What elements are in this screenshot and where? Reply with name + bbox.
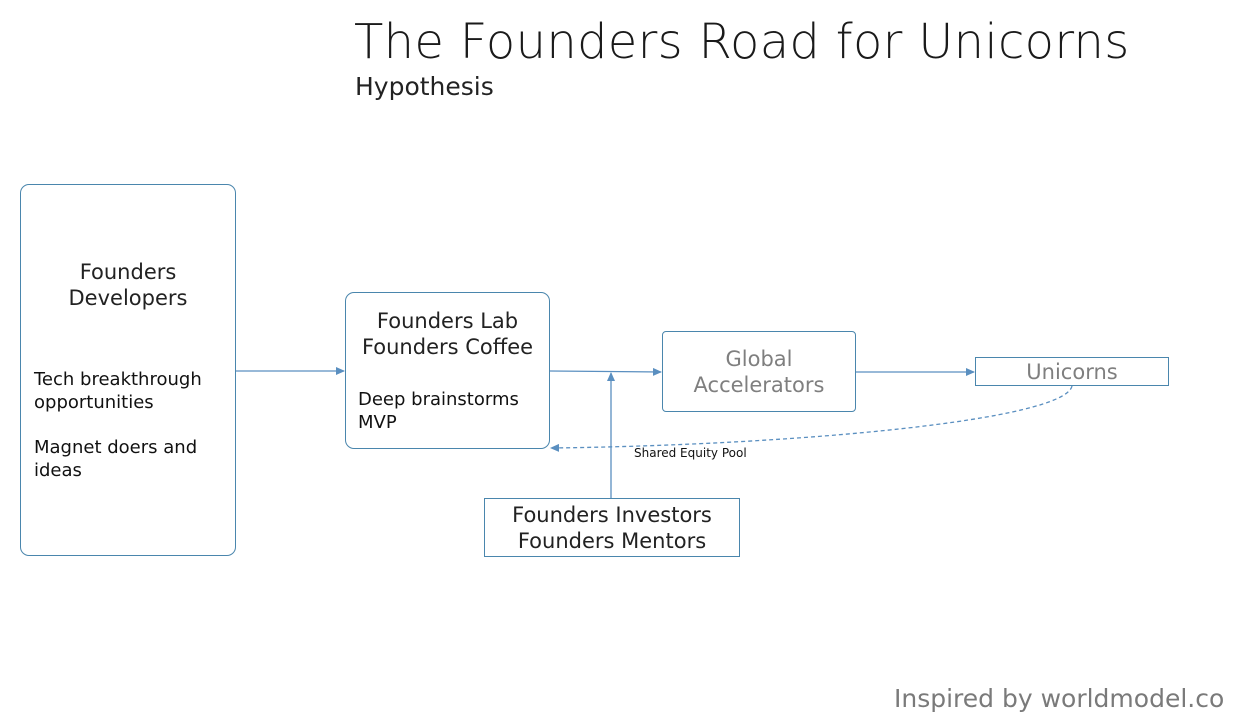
node-lab-text-group: Deep brainstorms MVP <box>358 388 519 434</box>
node-founders-text-line: ideas <box>34 460 82 481</box>
node-founders-text-group: Tech breakthrough opportunities <box>34 368 202 414</box>
footer-credit: Inspired by worldmodel.co <box>894 684 1225 713</box>
node-founders-investors: Founders Investors Founders Mentors <box>484 498 740 557</box>
node-lab-text-line: MVP <box>358 412 397 433</box>
node-founders-text-line: opportunities <box>34 392 154 413</box>
arrow-unicorns-to-lab-dashed <box>550 385 1073 452</box>
node-lab-title: Founders Lab Founders Coffee <box>346 308 549 360</box>
node-global-title-line: Global <box>725 347 793 371</box>
node-investors-title: Founders Investors Founders Mentors <box>485 502 739 554</box>
node-founders-developers: Founders Developers Tech breakthrough op… <box>20 184 236 556</box>
node-global-accelerators: Global Accelerators <box>662 331 856 412</box>
node-founders-text-group: Magnet doers and ideas <box>34 436 197 482</box>
node-investors-title-line: Founders Mentors <box>517 529 707 553</box>
diagram-subtitle: Hypothesis <box>355 72 494 101</box>
arrow-lab-to-global <box>549 367 662 376</box>
node-founders-text-line: Tech breakthrough <box>34 369 202 390</box>
diagram-title: The Founders Road for Unicorns <box>354 14 1130 70</box>
node-global-title-line: Accelerators <box>693 373 825 397</box>
node-founders-text-line: Magnet doers and <box>34 437 198 458</box>
node-unicorns: Unicorns <box>975 357 1169 386</box>
node-lab-title-line: Founders Coffee <box>361 335 534 359</box>
node-investors-title-line: Founders Investors <box>512 503 712 527</box>
node-lab-text-line: Deep brainstorms <box>358 389 519 410</box>
node-founders-title-line: Developers <box>68 286 188 310</box>
shared-equity-pool-label: Shared Equity Pool <box>634 446 747 460</box>
node-unicorns-title: Unicorns <box>1026 360 1118 384</box>
node-founders-title: Founders Developers <box>21 259 235 311</box>
node-founders-lab: Founders Lab Founders Coffee Deep brains… <box>345 292 550 449</box>
node-founders-title-line: Founders <box>79 260 177 284</box>
node-global-title: Global Accelerators <box>663 346 855 398</box>
node-lab-title-line: Founders Lab <box>376 309 519 333</box>
